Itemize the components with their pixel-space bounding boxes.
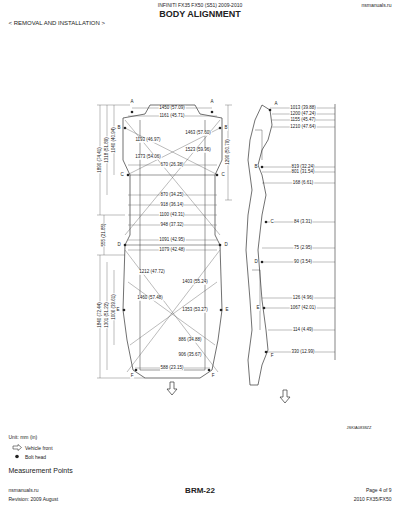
dimension-label: 1890 (74.41) [98,147,103,174]
dimension-label: 75 (2.95) [293,246,312,251]
dimension-label: 819 (32.24) [291,165,315,170]
dimension-label: 870 (34.25) [160,193,184,198]
point-letter: A [130,100,134,105]
point-letter: E [116,308,120,313]
point-letter: C [221,173,225,178]
dimension-label: 330 (12.99) [291,350,315,355]
page-text: BRM-22 [185,487,216,495]
dimension-label: 1463 (57.60) [185,131,212,136]
dimension-label: 555 (21.85) [102,223,107,247]
dimension-label: 1373 (54.06) [135,155,162,160]
point-letter: B [224,126,228,131]
dimension-label: 1210 (47.64) [290,125,317,130]
dimension-label: 168 (6.61) [292,181,314,186]
dimension-label: 90 (3.54) [293,260,312,265]
dimension-label: 1067 (42.01) [290,306,317,311]
dimension-label: 1840 (72.44) [98,302,103,329]
dimension-label: 1403 (55.24) [182,280,209,285]
dimension-label: 1301 (51.22) [105,302,110,329]
page-text: nsmanuals.ru [361,3,392,8]
dimension-label: 1155 (45.47) [290,118,316,123]
page-text: Unit: mm (in) [8,435,38,440]
front-arrow-symbol [12,444,22,451]
dimension-label: 588 (23.15) [160,366,184,371]
point-letter: F [211,374,215,379]
dimension-label: 918 (36.14) [160,203,184,208]
bolt-head-symbol [12,453,22,460]
dimension-label: 1040 (40.94) [112,127,117,154]
page-text: Revision: 2009 August [8,497,59,502]
point-letter: E [256,306,260,311]
dimension-label: 1353 (53.27) [182,308,209,313]
dimension-label: 1318 (51.89) [105,137,110,164]
point-letter: A [274,102,278,107]
dimension-label: 1523 (59.96) [185,148,212,153]
page-text: < REMOVAL AND INSTALLATION > [8,20,105,26]
dimension-label: 84 (3.31) [293,220,312,225]
page-text: Page 4 of 9 [365,488,392,493]
dimension-label: 1212 (47.72) [139,270,166,275]
legend-row: Bolt head [12,453,46,460]
point-letter: D [254,260,258,265]
dimension-label: 1200 (47.24) [290,112,317,117]
dimension-label: 886 (34.88) [178,338,202,343]
point-letter: C [270,220,274,225]
point-letter: F [270,354,274,359]
dimension-label: 1290 (50.79) [226,139,231,166]
dimension-label: 114 (4.49) [292,328,313,333]
page-text: 2010 FX35/FX50 [353,497,392,502]
caption: Measurement Points [8,467,73,474]
dimension-label: 1079 (42.48) [159,248,186,253]
page-text: nsmanuals.ru [8,488,39,493]
page-text: INFINITI FX35 FX50 (S51) 2009-2010 [157,3,242,8]
dimension-label: 126 (4.96) [292,296,314,301]
dimension-label: 1013 (39.88) [290,106,317,111]
dimension-label: 906 (35.67) [178,353,202,358]
dimension-label: 670 (26.38) [160,163,184,168]
dimension-label: 1193 (46.97) [135,138,161,143]
point-letter: A [210,100,214,105]
legend-text: Vehicle front [25,445,53,451]
legend-text: Bolt head [25,454,46,460]
page-text: JSKIA0838ZZ [346,426,372,430]
point-letter: B [117,126,121,131]
point-letter: B [254,165,258,170]
point-letter: E [225,308,229,313]
dimension-label: 1100 (43.31) [159,213,185,218]
point-letter: D [224,243,228,248]
legend-row: Vehicle front [12,444,53,451]
dimension-label: 1460 (57.48) [137,296,164,301]
dimension-label: 948 (37.32) [160,223,184,228]
point-letter: F [130,374,134,379]
dimension-label: 1450 (57.09) [159,106,186,111]
page-title: BODY ALIGNMENT [159,10,242,19]
point-letter: D [117,243,121,248]
dimension-label: 1091 (42.95) [159,238,186,243]
dimension-label: 1161 (45.71) [159,114,185,119]
dimension-label: 801 (31.54) [291,170,315,175]
point-letter: C [120,173,124,178]
